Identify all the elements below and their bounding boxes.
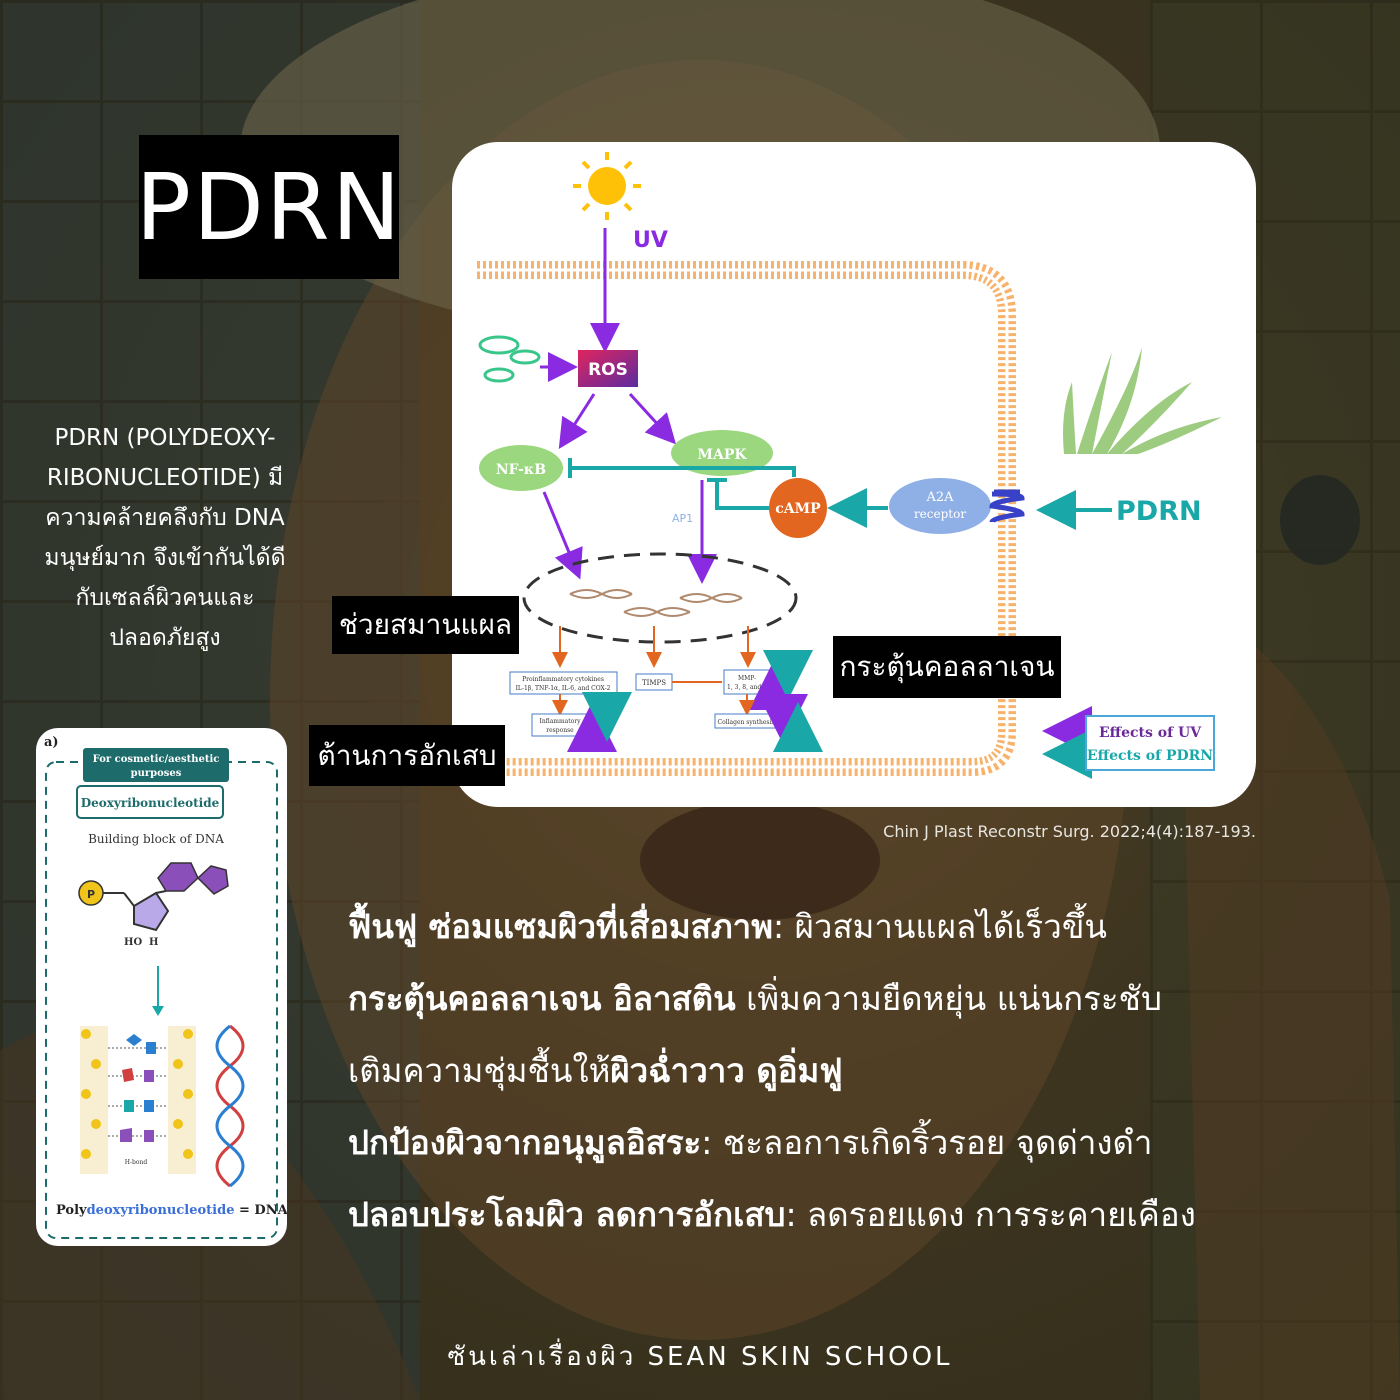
- svg-text:a): a): [44, 735, 59, 750]
- nucleus: [522, 552, 798, 644]
- svg-text:cAMP: cAMP: [775, 501, 821, 517]
- nfkb-node: [479, 445, 563, 491]
- formula-text: Polydeoxyribonucleotide = DNA: [56, 1203, 287, 1218]
- svg-text:IL-1β, TNF-1α, IL-6, and COX-2: IL-1β, TNF-1α, IL-6, and COX-2: [516, 685, 611, 692]
- dna-card: a) For cosmetic/aesthetic purposes Deoxy…: [36, 728, 287, 1246]
- label-stimulate-collagen: กระตุ้นคอลลาเจน: [833, 636, 1061, 698]
- svg-text:MMP-: MMP-: [738, 675, 756, 682]
- svg-text:NF-κB: NF-κB: [496, 462, 546, 478]
- intro-text: PDRN (POLYDEOXY-RIBONUCLEOTIDE) มีความคล…: [44, 425, 286, 651]
- svg-text:Building block of DNA: Building block of DNA: [88, 832, 224, 846]
- svg-text:MAPK: MAPK: [697, 447, 747, 463]
- svg-text:Proinflammatory cytokines: Proinflammatory cytokines: [522, 676, 604, 683]
- benefit-item: เติมความชุ่มชื้นให้ผิวฉ่ำวาว ดูอิ่มฟู: [348, 1051, 843, 1090]
- benefit-item: ปกป้องผิวจากอนุมูลอิสระ: ชะลอการเกิดริ้ว…: [348, 1123, 1153, 1162]
- benefit-item: ปลอบประโลมผิว ลดการอักเสบ: ลดรอยแดง การร…: [348, 1195, 1196, 1234]
- mitochondria-icon: [478, 335, 541, 383]
- footer-brand: ซันเล่าเรื่องผิว SEAN SKIN SCHOOL: [447, 1342, 953, 1372]
- double-helix-icon: [215, 1024, 245, 1188]
- svg-text:For cosmetic/aesthetic: For cosmetic/aesthetic: [93, 754, 220, 765]
- purpose-badge: [83, 748, 229, 782]
- sun-icon: [573, 152, 641, 220]
- svg-text:HO: HO: [124, 937, 142, 948]
- benefit-item: ฟื้นฟู ซ่อมแซมผิวที่เสื่อมสภาพ: ผิวสมานแ…: [348, 907, 1107, 946]
- svg-text:purposes: purposes: [131, 768, 182, 779]
- camp-node: [769, 478, 827, 538]
- svg-text:Effects of UV: Effects of UV: [1099, 725, 1202, 741]
- dna-card-drawing: a) For cosmetic/aesthetic purposes Deoxy…: [44, 735, 287, 1239]
- benefits-list: ฟื้นฟู ซ่อมแซมผิวที่เสื่อมสภาพ: ผิวสมานแ…: [348, 898, 1358, 1258]
- a2a-receptor-node: [889, 478, 991, 534]
- svg-text:Deoxyribonucleotide: Deoxyribonucleotide: [81, 796, 220, 810]
- svg-text:H-bond: H-bond: [125, 1159, 148, 1166]
- svg-text:Inflammatory: Inflammatory: [539, 718, 581, 725]
- legend: Effects of UV Effects of PDRN: [1042, 706, 1215, 779]
- uv-label: UV: [633, 228, 668, 253]
- nucleotide-structure-icon: P HO H: [78, 862, 229, 948]
- svg-text:AP1: AP1: [672, 512, 693, 525]
- collagen-arrows-icon: [758, 694, 823, 752]
- inflammatory-arrows-icon: [567, 692, 632, 752]
- nucleotide-name-box: [76, 785, 224, 819]
- svg-text:TIMPS: TIMPS: [642, 679, 666, 687]
- page-title: PDRN: [135, 153, 403, 261]
- svg-text:receptor: receptor: [914, 507, 966, 521]
- label-anti-inflammatory: ต้านการอักเสบ: [309, 725, 505, 786]
- label-wound-healing: ช่วยสมานแผล: [332, 596, 519, 654]
- mmp-arrows-icon: [749, 650, 813, 710]
- svg-text:1, 3, 8, and 9: 1, 3, 8, and 9: [727, 684, 767, 691]
- grass-icon: [1063, 347, 1222, 454]
- svg-text:Collagen synthesis: Collagen synthesis: [717, 719, 774, 726]
- mapk-node: [671, 430, 773, 476]
- svg-text:P: P: [87, 888, 95, 901]
- svg-text:Effects of PDRN: Effects of PDRN: [1087, 748, 1213, 764]
- citation: Chin J Plast Reconstr Surg. 2022;4(4):18…: [883, 822, 1256, 841]
- ros-node: [578, 350, 638, 387]
- svg-text:H: H: [149, 937, 158, 948]
- mechanism-diagram: UV ROS NF-κB MAPK cAMP A2A receptor: [452, 142, 1256, 807]
- svg-text:response: response: [546, 727, 574, 734]
- title-box: PDRN: [135, 135, 401, 279]
- dna-strand-icon: [569, 589, 743, 617]
- svg-text:ROS: ROS: [588, 360, 628, 380]
- receptor-coil-icon: [989, 489, 1025, 524]
- dna-ladder-icon: H-bond: [80, 1026, 196, 1174]
- svg-text:A2A: A2A: [925, 490, 954, 505]
- diagram-drawing: UV ROS NF-κB MAPK cAMP A2A receptor: [477, 152, 1222, 779]
- cytokines-box: [509, 671, 618, 695]
- pdrn-label: PDRN: [1116, 496, 1202, 527]
- benefit-item: กระตุ้นคอลลาเจน อิลาสติน เพิ่มความยืดหยุ…: [348, 979, 1162, 1018]
